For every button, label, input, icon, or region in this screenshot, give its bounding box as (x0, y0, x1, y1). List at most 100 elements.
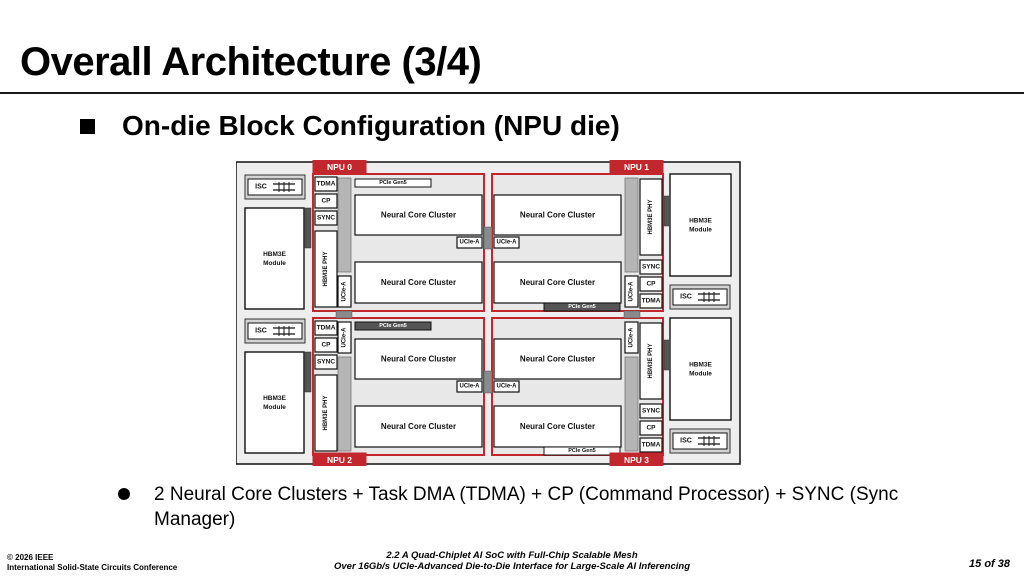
npu1-gray-column (624, 177, 639, 273)
npu0-tdma-block: TDMA (314, 176, 338, 192)
npu1-sync-block-box (639, 259, 663, 275)
npu2-cp-block-box (314, 337, 338, 353)
npu0-pcie-gen5-label: PCIe Gen5 (379, 180, 407, 186)
npu2-ucie-vertical-label: UCIe-A (342, 327, 348, 348)
footer-paper-title: 2.2 A Quad-Chiplet AI SoC with Full-Chip… (300, 550, 724, 572)
footer-page-number: 15 of 38 (969, 558, 1010, 570)
npu0-ucie-horizontal-box (456, 236, 483, 249)
npu3-hbm-phy-label: HBM3E PHY (648, 343, 654, 378)
npu3-pcie-gen5-label: PCIe Gen5 (568, 448, 596, 454)
npu2-tab-label: NPU 2 (327, 455, 352, 465)
npu1-cluster-1-label: Neural Core Cluster (520, 211, 595, 220)
npu2-cluster-2: Neural Core Cluster (354, 405, 483, 448)
npu3-tdma-block-label: TDMA (642, 442, 661, 449)
footer-left: © 2026 IEEE International Solid-State Ci… (7, 553, 177, 573)
npu1-tdma-block-box (639, 293, 663, 309)
d2d-link-right (623, 310, 641, 319)
isc-npu2-label: ISC (255, 328, 267, 335)
npu1-tab-box (609, 160, 664, 175)
npu3-ucie-vertical-box (624, 321, 639, 354)
npu1-pcie-gen5: PCIe Gen5 (543, 302, 621, 312)
npu2-pcie-gen5-label: PCIe Gen5 (379, 323, 407, 329)
d2d-link-bottom (483, 370, 493, 394)
npu0-cp-block: CP (314, 193, 338, 209)
npu0-cluster-1-box (354, 194, 483, 236)
npu1-ucie-horizontal-box (493, 236, 520, 249)
npu2-cluster-2-label: Neural Core Cluster (381, 422, 456, 431)
title-underline (0, 92, 1024, 94)
npu2-tdma-block: TDMA (314, 320, 338, 336)
npu1-cp-block: CP (639, 276, 663, 292)
npu0-pcie-gen5-box (354, 178, 432, 188)
npu2-gray-column (337, 356, 352, 452)
npu1-ucie-vertical: UCIe-A (624, 275, 639, 308)
hbm-module-npu1-box (669, 173, 732, 277)
npu3-cluster-1: Neural Core Cluster (493, 338, 622, 380)
npu1-ucie-horizontal: UCIe-A (493, 236, 520, 249)
npu0-ucie-vertical-box (337, 275, 352, 308)
subtitle-text: On-die Block Configuration (NPU die) (122, 110, 620, 141)
npu0-cluster-1: Neural Core Cluster (354, 194, 483, 236)
npu0-cluster-2-box (354, 261, 483, 304)
npu3-cluster-2-label: Neural Core Cluster (520, 422, 595, 431)
footer-conference: International Solid-State Circuits Confe… (7, 563, 178, 572)
slide-title: Overall Architecture (3/4) (20, 40, 482, 84)
npu2-ucie-vertical: UCIe-A (337, 321, 352, 354)
npu2-hbm-phy-box (314, 374, 338, 452)
npu0-cp-block-box (314, 193, 338, 209)
npu2-sync-block-label: SYNC (317, 359, 335, 366)
hbm-link-npu3 (663, 339, 671, 371)
npu0-gray-column (337, 177, 352, 273)
npu2-ucie-horizontal-box (456, 380, 483, 393)
d2d-link-left (335, 310, 353, 319)
npu1-hbm-phy: HBM3E PHY (639, 178, 663, 256)
npu0-ucie-horizontal: UCIe-A (456, 236, 483, 249)
npu3-sync-block-label: SYNC (642, 408, 660, 415)
npu1-hbm-phy-box (639, 178, 663, 256)
npu2-tdma-block-box (314, 320, 338, 336)
npu0-hbm-phy-label: HBM3E PHY (323, 251, 329, 286)
npu3-cluster-2-box (493, 405, 622, 448)
npu3-ucie-horizontal-label: UCIe-A (496, 384, 517, 390)
npu1-ucie-vertical-box (624, 275, 639, 308)
npu0-pcie-gen5: PCIe Gen5 (354, 178, 432, 188)
hbm-module-npu0-box (244, 207, 305, 310)
hbm-module-npu3-label-2: Module (689, 371, 712, 378)
npu2-cp-block-label: CP (321, 342, 331, 349)
hbm-module-npu1-label-1: HBM3E (689, 218, 712, 225)
npu0-tdma-block-label: TDMA (317, 181, 336, 188)
hbm-link-npu1 (663, 195, 671, 227)
isc-npu1-label: ISC (680, 294, 692, 301)
npu0-ucie-vertical-label: UCIe-A (342, 281, 348, 302)
hbm-module-npu2-label-1: HBM3E (263, 395, 286, 402)
npu0-tab-label: NPU 0 (327, 162, 352, 172)
bullet-dot-icon (118, 488, 130, 500)
hbm-module-npu0-label-1: HBM3E (263, 251, 286, 258)
npu1-tdma-block: TDMA (639, 293, 663, 309)
npu0-ucie-vertical: UCIe-A (337, 275, 352, 308)
footer-copyright: © 2026 IEEE (7, 553, 54, 562)
npu1-cluster-2-label: Neural Core Cluster (520, 278, 595, 287)
isc-npu0-label: ISC (255, 184, 267, 191)
npu3-ucie-horizontal: UCIe-A (493, 380, 520, 393)
npu2-hbm-phy: HBM3E PHY (314, 374, 338, 452)
npu2-ucie-horizontal: UCIe-A (456, 380, 483, 393)
npu3-cluster-1-label: Neural Core Cluster (520, 355, 595, 364)
hbm-module-npu1-label-2: Module (689, 227, 712, 234)
hbm-module-npu0-label-2: Module (263, 260, 286, 267)
npu1-tab: NPU 1 (609, 160, 664, 175)
npu2-pcie-gen5-box (354, 321, 432, 331)
npu2-cluster-1: Neural Core Cluster (354, 338, 483, 380)
npu3-cluster-2: Neural Core Cluster (493, 405, 622, 448)
npu3-tab-label: NPU 3 (624, 455, 649, 465)
npu2-sync-block-box (314, 354, 338, 370)
npu0-sync-block-label: SYNC (317, 215, 335, 222)
npu0-sync-block: SYNC (314, 210, 338, 226)
npu3-pcie-gen5-box (543, 446, 621, 456)
npu1-sync-block-label: SYNC (642, 264, 660, 271)
npu0-tdma-block-box (314, 176, 338, 192)
npu3-cluster-1-box (493, 338, 622, 380)
npu0-cp-block-label: CP (321, 198, 331, 205)
npu2-tdma-block-label: TDMA (317, 325, 336, 332)
